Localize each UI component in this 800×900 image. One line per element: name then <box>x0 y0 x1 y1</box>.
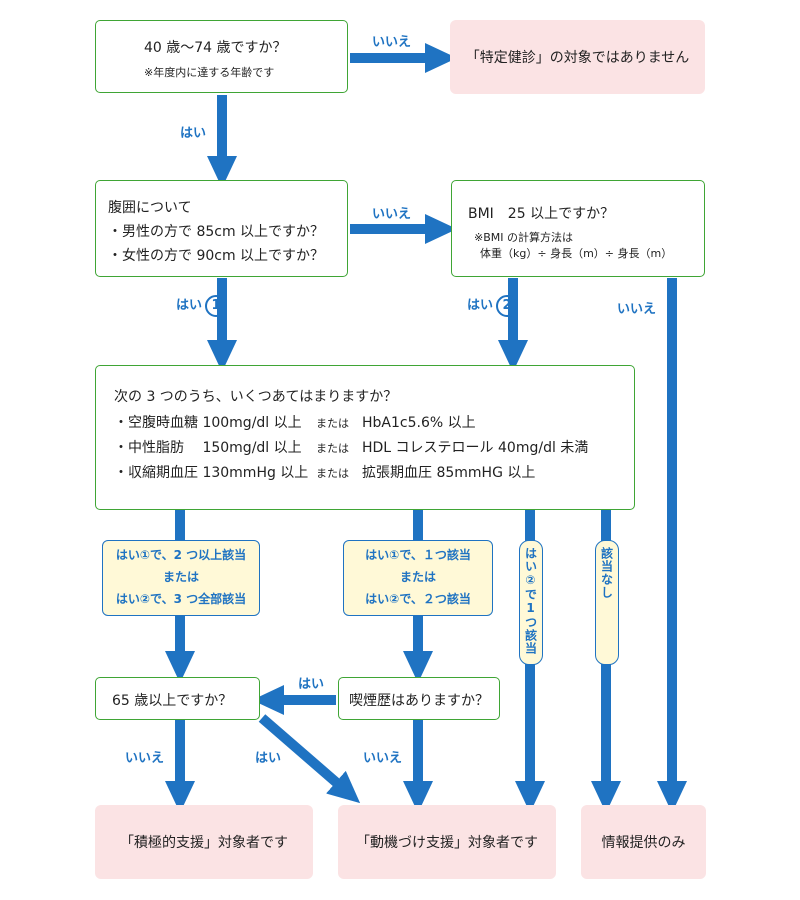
circle-2-icon: 2 <box>496 294 519 317</box>
criteria-row-3-a: ・収縮期血圧 130mmHg 以上 <box>114 465 309 481</box>
criteria-row-1-or: または <box>316 417 349 430</box>
age-65-box: 65 歳以上ですか？ <box>95 677 260 720</box>
smoking-question: 喫煙歴はありますか？ <box>349 693 489 709</box>
waist-male: ・男性の方で 85cm 以上ですか？ <box>108 224 325 240</box>
condition-none: 該当なし <box>595 540 619 665</box>
bmi-question-box: BMI 25 以上ですか？ ※BMI の計算方法は 体重（kg）÷ 身長（m）÷… <box>451 180 705 277</box>
age-question-box: 40 歳～74 歳ですか？ ※年度内に達する年齢です <box>95 20 348 93</box>
condition-one-line3: はい②で、２つ該当 <box>365 592 471 606</box>
result-motivation-support: 「動機づけ支援」対象者です <box>338 805 556 879</box>
waist-question-box: 腹囲について ・男性の方で 85cm 以上ですか？ ・女性の方で 90cm 以上… <box>95 180 348 277</box>
label-bmi-no: いいえ <box>617 302 657 317</box>
label-smoke-yes: はい <box>298 677 325 692</box>
bmi-formula: 体重（kg）÷ 身長（m）÷ 身長（m） <box>480 247 673 260</box>
criteria-box: 次の 3 つのうち、いくつあてはまりますか？ ・空腹時血糖 100mg/dl 以… <box>95 365 635 510</box>
condition-yes2-one: はい②で1つ該当 <box>519 540 543 665</box>
label-65-yes: はい <box>255 751 282 766</box>
age-question: 40 歳～74 歳ですか？ <box>144 40 287 56</box>
age-note: ※年度内に達する年齢です <box>144 66 275 79</box>
condition-two-or-more: はい①で、2 つ以上該当 または はい②で、3 つ全部該当 <box>102 540 260 616</box>
criteria-row-1-b: HbA1c5.6% 以上 <box>362 415 476 431</box>
criteria-row-1-a: ・空腹時血糖 100mg/dl 以上 <box>114 415 302 431</box>
result-active-support: 「積極的支援」対象者です <box>95 805 313 879</box>
label-yes-text: はい <box>176 298 203 313</box>
condition-one: はい①で、１つ該当 または はい②で、２つ該当 <box>343 540 493 616</box>
condition-two-or-more-line1: はい①で、2 つ以上該当 <box>115 548 247 562</box>
bmi-question: BMI 25 以上ですか？ <box>468 206 615 222</box>
criteria-title: 次の 3 つのうち、いくつあてはまりますか？ <box>114 389 398 405</box>
label-age-no: いいえ <box>372 35 412 50</box>
condition-two-or-more-line3: はい②で、3 つ全部該当 <box>115 592 247 606</box>
smoking-box: 喫煙歴はありますか？ <box>338 677 500 720</box>
label-age-yes: はい <box>180 126 207 141</box>
waist-title: 腹囲について <box>108 200 192 216</box>
criteria-row-3-or: または <box>316 467 349 480</box>
label-65-no: いいえ <box>125 751 165 766</box>
result-not-target: 「特定健診」の対象ではありません <box>450 20 705 94</box>
criteria-row-2-or: または <box>316 442 349 455</box>
condition-one-line1: はい①で、１つ該当 <box>365 548 471 562</box>
condition-two-or-more-line2: または <box>162 570 199 584</box>
criteria-row-2-a: ・中性脂肪 150mg/dl 以上 <box>114 440 302 456</box>
criteria-row-3-b: 拡張期血圧 85mmHG 以上 <box>362 465 536 481</box>
waist-female: ・女性の方で 90cm 以上ですか？ <box>108 248 325 264</box>
arrow-65-yes <box>258 714 361 804</box>
circle-1-icon: 1 <box>205 294 228 317</box>
label-smoke-no: いいえ <box>363 751 403 766</box>
label-yes-text: はい <box>467 298 494 313</box>
bmi-note: ※BMI の計算方法は <box>474 231 573 244</box>
condition-one-line2: または <box>399 570 436 584</box>
label-waist-no: いいえ <box>372 207 412 222</box>
result-info-only: 情報提供のみ <box>581 805 706 879</box>
age-65-question: 65 歳以上ですか？ <box>112 693 233 709</box>
criteria-row-2-b: HDL コレステロール 40mg/dl 未満 <box>362 440 589 456</box>
